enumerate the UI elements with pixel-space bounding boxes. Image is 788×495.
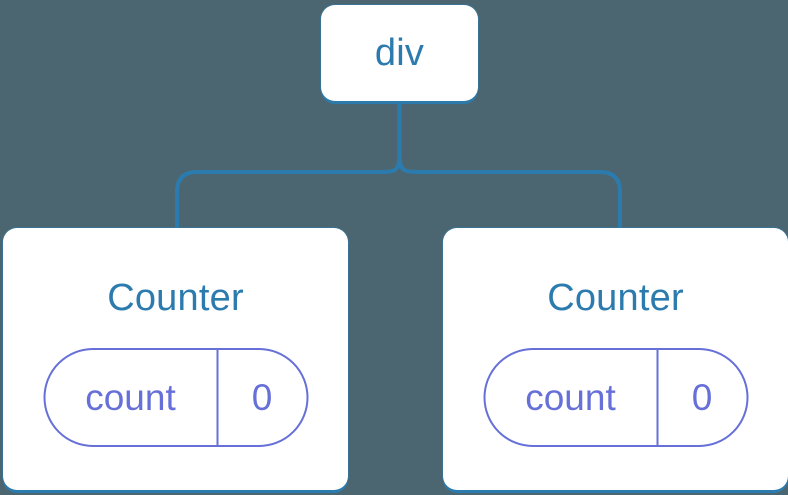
node-div-label: div bbox=[374, 32, 425, 74]
node-div[interactable]: div bbox=[321, 5, 478, 101]
node-counter-left-label: Counter bbox=[107, 277, 244, 319]
state-key-left: count bbox=[45, 350, 218, 445]
state-pill-left[interactable]: count 0 bbox=[43, 348, 308, 447]
connector-to-left-child bbox=[175, 148, 402, 234]
node-counter-right[interactable]: Counter count 0 bbox=[443, 228, 788, 490]
node-counter-right-label: Counter bbox=[547, 277, 684, 319]
state-value-right: 0 bbox=[658, 350, 746, 445]
connector-to-right-child bbox=[397, 148, 622, 234]
state-pill-right[interactable]: count 0 bbox=[483, 348, 748, 447]
state-key-right: count bbox=[485, 350, 658, 445]
state-value-right-text: 0 bbox=[691, 377, 713, 418]
state-value-left: 0 bbox=[218, 350, 306, 445]
node-counter-left[interactable]: Counter count 0 bbox=[3, 228, 348, 490]
state-key-left-text: count bbox=[85, 377, 176, 418]
state-key-right-text: count bbox=[525, 377, 616, 418]
state-value-left-text: 0 bbox=[251, 377, 273, 418]
